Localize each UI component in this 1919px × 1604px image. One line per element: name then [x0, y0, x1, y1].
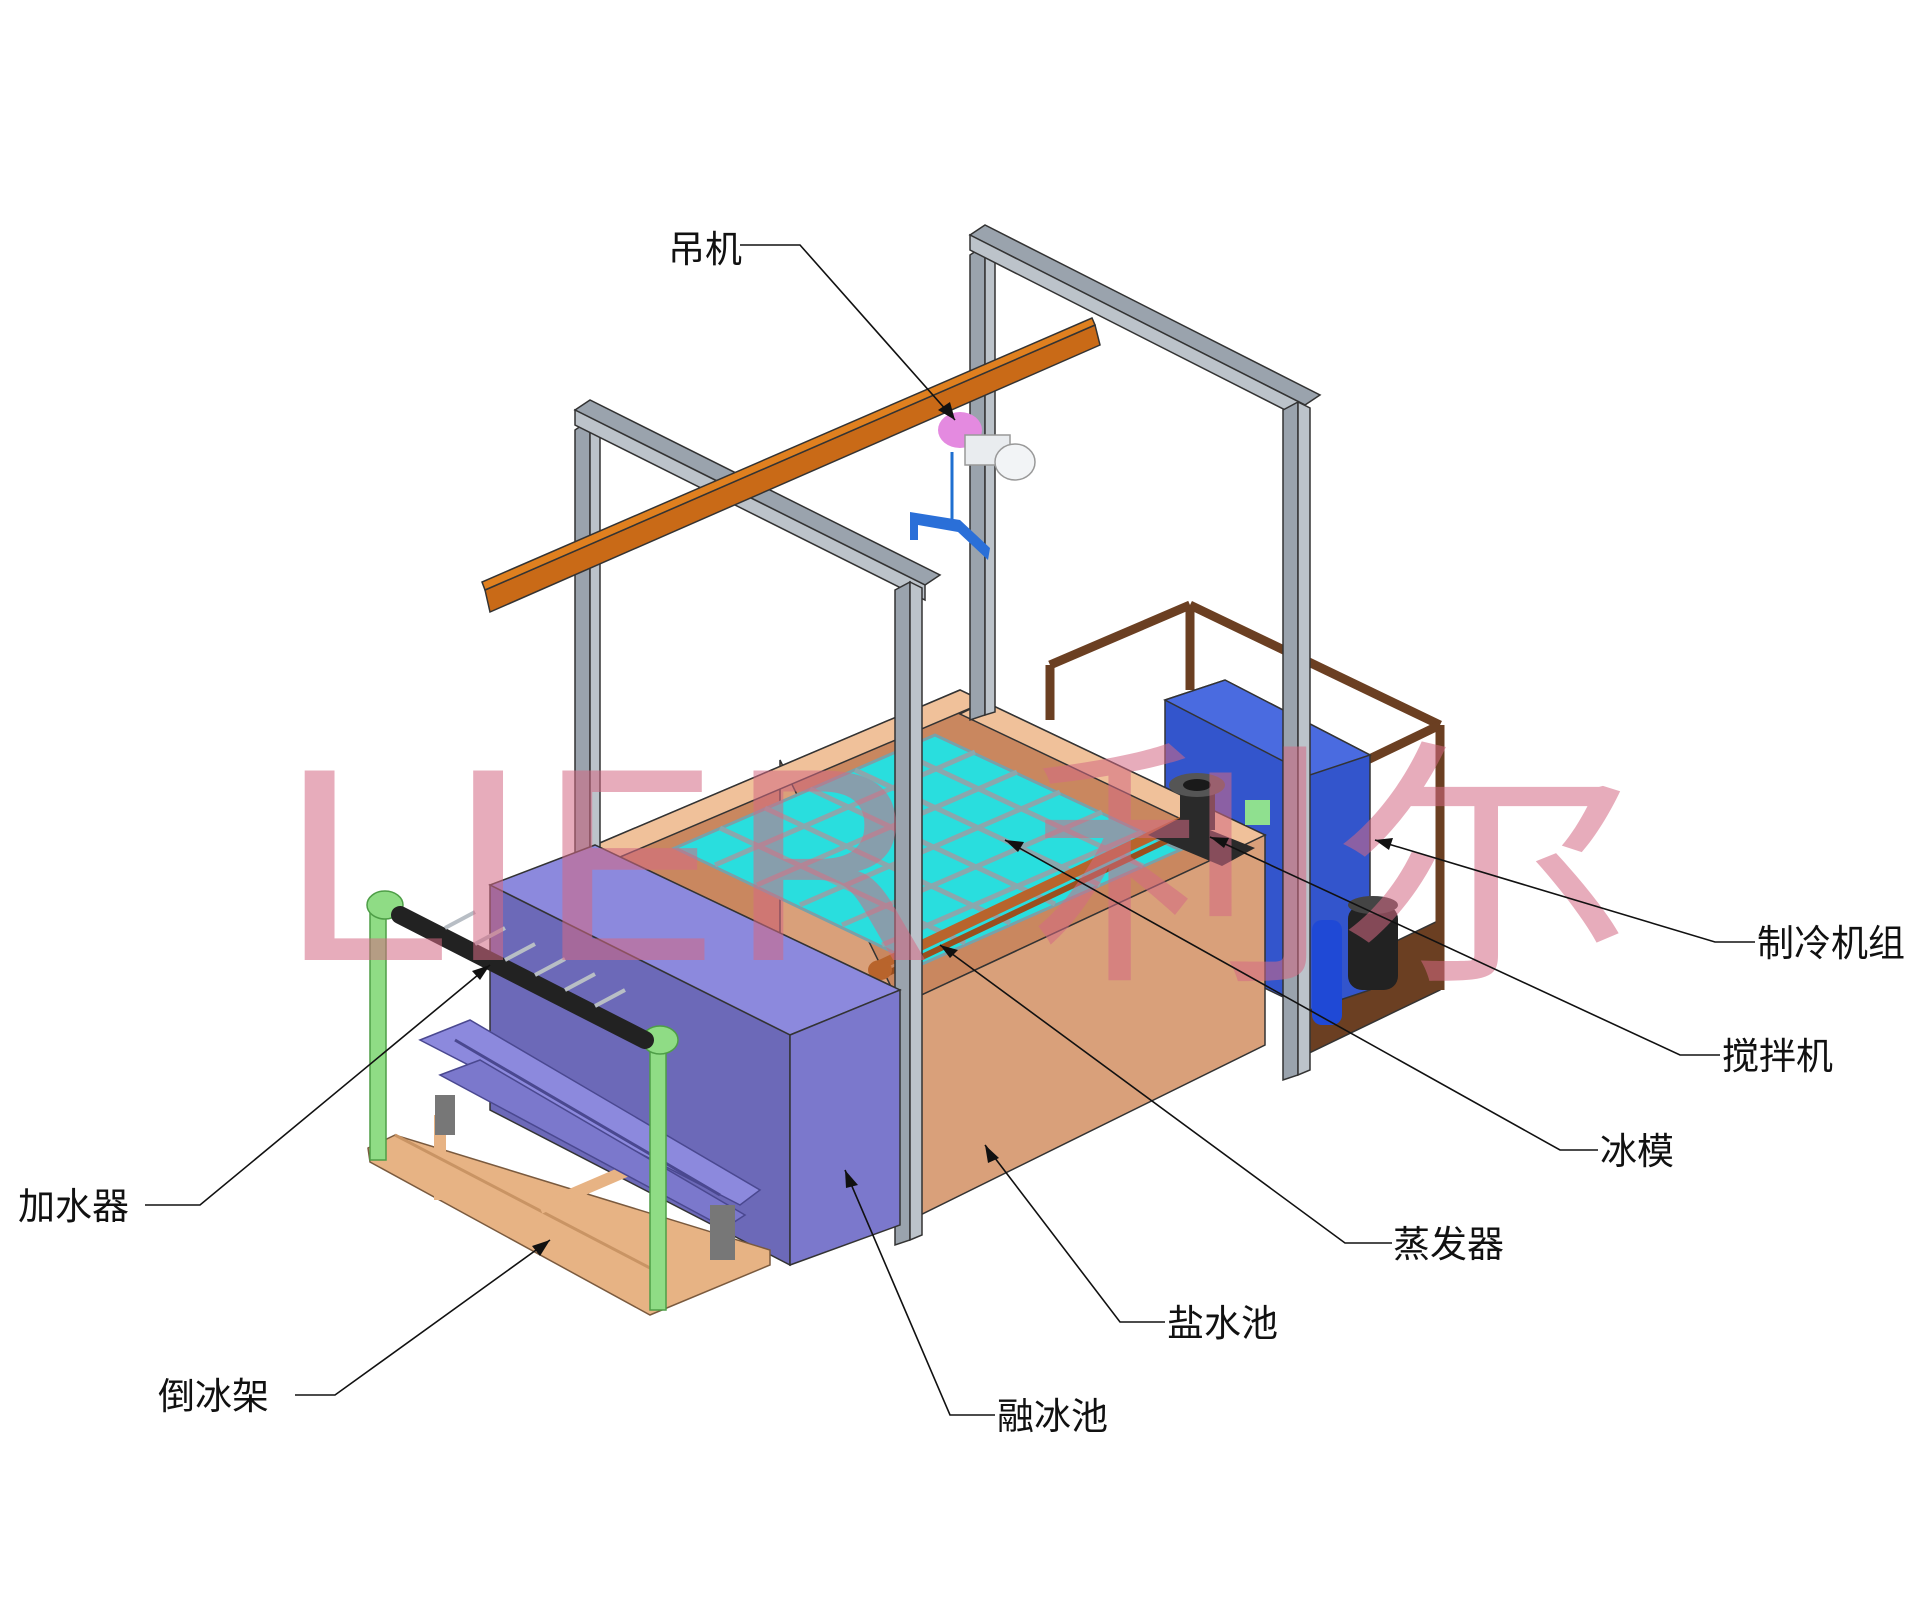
ice-dump-rack [366, 890, 771, 1316]
label-crane: 吊机 [668, 228, 742, 271]
crane-beam [481, 317, 1101, 614]
label-agitator: 搅拌机 [1722, 1035, 1833, 1078]
label-ice-dump-rack: 倒冰架 [158, 1375, 269, 1418]
agitator [1148, 773, 1270, 866]
receiver-blue [1312, 920, 1342, 1025]
label-evaporator: 蒸发器 [1393, 1223, 1504, 1266]
label-ice-melting-tank: 融冰池 [997, 1395, 1108, 1438]
leader-lines [145, 244, 1755, 1416]
compressor-black [1348, 896, 1398, 990]
water-filler [391, 906, 654, 1049]
crane-hoist [910, 412, 1036, 560]
arrowheads [472, 402, 1393, 1256]
label-brine-tank: 盐水池 [1167, 1302, 1278, 1345]
label-water-filler: 加水器 [18, 1185, 129, 1228]
label-ice-mold: 冰模 [1600, 1130, 1674, 1173]
label-refrigeration-unit: 制冷机组 [1757, 922, 1905, 965]
evaporator [868, 815, 1188, 980]
watermark: LIER 利尔 [275, 720, 1635, 1022]
